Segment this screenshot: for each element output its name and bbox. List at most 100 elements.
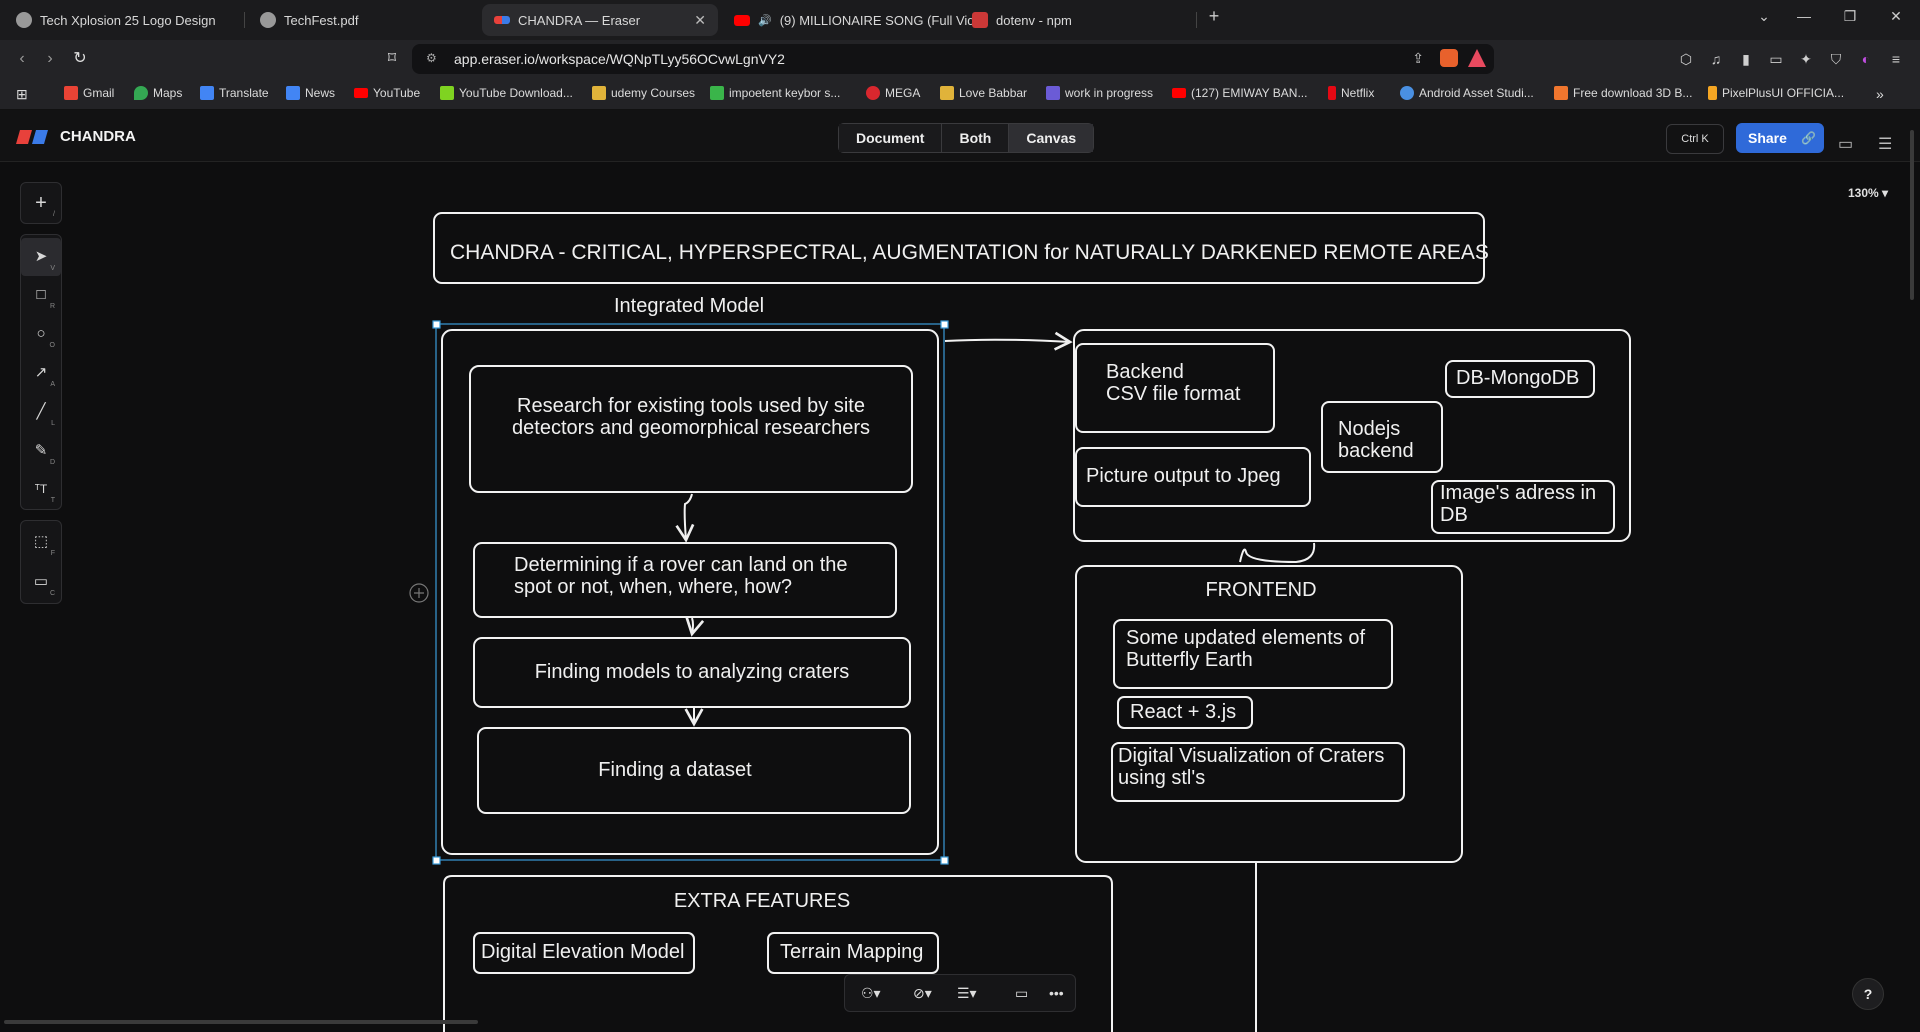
reload-icon[interactable]: ↻ [73,50,87,67]
color-picker-icon[interactable]: ⊘▾ [913,985,932,1001]
react-threejs-box[interactable] [1117,696,1253,729]
mongodb-box[interactable] [1445,360,1595,398]
backend-csv-box[interactable] [1075,343,1275,433]
bookmark-youtube-download[interactable]: YouTube Download... [440,86,573,100]
step-box-rover[interactable] [473,542,897,618]
tab-chandra-eraser[interactable]: CHANDRA — Eraser ✕ [482,4,718,36]
view-mode-both[interactable]: Both [942,124,1010,152]
workspace-name[interactable]: CHANDRA [60,128,136,145]
minimize-icon[interactable]: — [1797,8,1811,24]
diagram-canvas[interactable] [0,162,1920,1032]
horizontal-scrollbar[interactable] [4,1020,478,1024]
vertical-scrollbar[interactable] [1910,130,1914,300]
ellipse-tool-icon[interactable]: ○O [36,325,55,349]
image-address-box[interactable] [1431,480,1615,534]
brave-shield-icon[interactable] [1440,49,1458,67]
nodejs-box[interactable] [1321,401,1443,473]
pencil-tool-icon[interactable]: ✎D [34,442,55,466]
elevation-model-box[interactable] [473,932,695,974]
bookmark-maps[interactable]: Maps [134,86,182,100]
wallet-icon[interactable]: ▭ [1769,51,1783,67]
add-node-icon[interactable] [409,583,429,603]
bookmark-pixelplusui[interactable]: PixelPlusUI OFFICIA... [1708,86,1844,100]
address-bar[interactable]: ⚙ app.eraser.io/workspace/WQNpTLyy56OCvw… [412,44,1494,74]
bookmark-free-download-3d[interactable]: Free download 3D B... [1554,86,1692,100]
rectangle-tool-icon[interactable]: □R [36,286,55,310]
apps-grid-icon[interactable]: ⊞ [16,86,28,102]
back-icon[interactable]: ‹ [19,50,25,67]
tab-techfest-pdf[interactable]: TechFest.pdf [248,4,478,36]
sidebar-icon[interactable]: ▮ [1742,51,1750,67]
profile-icon[interactable]: ◐ [1861,51,1871,67]
help-button[interactable]: ? [1852,978,1884,1010]
extra-features-frame[interactable] [443,875,1113,1032]
tab-logo-design[interactable]: Tech Xplosion 25 Logo Design [4,4,240,36]
restore-icon[interactable]: ❐ [1843,8,1857,24]
comment-icon[interactable]: ▭ [1015,985,1029,1001]
bookmark-android-asset-studio[interactable]: Android Asset Studi... [1400,86,1534,100]
outline-icon[interactable]: ☰ [1878,136,1893,153]
arrow-model-to-backend[interactable] [944,331,1073,351]
bookmark-news[interactable]: News [286,86,335,100]
menu-icon[interactable]: ≡ [1891,51,1901,67]
close-window-icon[interactable]: ✕ [1890,8,1902,24]
bookmark-keyboard[interactable]: impoetent keybor s... [710,86,840,100]
close-tab-icon[interactable]: ✕ [694,11,706,28]
connector-backend-frontend[interactable] [1239,542,1316,564]
bookmark-translate[interactable]: Translate [200,86,269,100]
bookmark-gmail[interactable]: Gmail [64,86,114,100]
forward-icon[interactable]: › [47,50,53,67]
bookmark-youtube[interactable]: YouTube [354,86,420,100]
add-shape-button[interactable]: +/ [35,192,55,218]
line-tool-icon[interactable]: ╱L [36,403,55,427]
command-palette-button[interactable]: Ctrl K [1666,124,1724,154]
bookmark-work-in-progress[interactable]: work in progress [1046,86,1153,100]
bookmark-icon[interactable]: ⌑ [387,50,397,67]
bookmark-love-babbar[interactable]: Love Babbar [940,86,1027,100]
view-mode-canvas[interactable]: Canvas [1009,124,1094,152]
frame-tool-icon[interactable]: ⬚F [33,533,55,557]
leo-ai-icon[interactable]: ✦ [1800,51,1812,67]
link-icon[interactable]: 🔗 [1801,131,1816,145]
site-info-icon[interactable]: ⚙ [426,51,437,65]
arrow-research-to-rover[interactable] [675,493,695,543]
jpeg-output-box[interactable] [1075,447,1311,507]
zoom-level-dropdown[interactable]: 130% ▾ [1848,186,1888,200]
music-icon[interactable]: ♫ [1710,51,1722,67]
tab-search-chevron-icon[interactable]: ⌄ [1758,8,1770,24]
share-button[interactable]: Share 🔗 [1736,123,1824,153]
shape-style-icon[interactable]: ⚇▾ [861,985,881,1001]
vpn-icon[interactable]: ⛉ [1830,51,1842,67]
crater-visualization-box[interactable] [1111,742,1405,802]
butterfly-earth-box[interactable] [1113,619,1393,689]
speaker-icon[interactable]: 🔊 [758,14,772,27]
tab-millionaire-song[interactable]: 🔊 (9) MILLIONAIRE SONG (Full Vid [722,4,975,36]
bookmark-mega[interactable]: MEGA [866,86,920,100]
selection-handles[interactable] [432,320,949,865]
new-tab-button[interactable]: + [1208,6,1220,26]
backend-frame[interactable] [1073,329,1631,542]
stroke-style-icon[interactable]: ☰▾ [957,985,977,1001]
select-tool-cursor-icon[interactable]: ➤V [21,238,61,276]
integrated-model-frame[interactable] [441,329,939,855]
step-box-research[interactable] [469,365,913,493]
more-bookmarks-icon[interactable]: » [1876,86,1884,102]
tab-dotenv-npm[interactable]: dotenv - npm [960,4,1194,36]
extensions-icon[interactable]: ⬡ [1679,51,1693,67]
more-options-icon[interactable]: ••• [1049,985,1064,1001]
step-box-models[interactable] [473,637,911,708]
share-page-icon[interactable]: ⇪ [1412,50,1424,66]
bookmark-emiway[interactable]: (127) EMIWAY BAN... [1172,86,1307,100]
view-mode-document[interactable]: Document [839,124,943,152]
arrow-rover-to-models[interactable] [685,617,705,637]
comments-icon[interactable]: ▭ [1838,136,1854,153]
title-box[interactable] [433,212,1485,284]
step-box-dataset[interactable] [477,727,911,814]
comment-tool-icon[interactable]: ▭C [33,573,55,597]
frontend-frame[interactable] [1075,565,1463,863]
bookmark-netflix[interactable]: Netflix [1328,86,1374,100]
arrow-tool-icon[interactable]: ↗A [34,364,55,388]
bookmark-udemy-courses[interactable]: udemy Courses [592,86,695,100]
terrain-mapping-box[interactable] [767,932,939,974]
